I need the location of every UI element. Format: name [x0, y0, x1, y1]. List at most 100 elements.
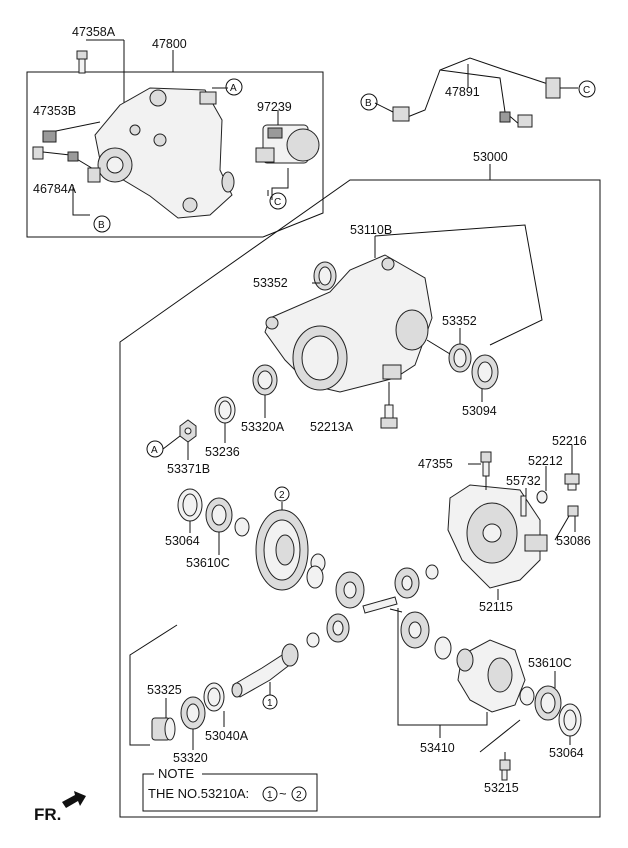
- front-arrow-icon: [62, 791, 86, 808]
- bolt-47358A: [76, 50, 88, 74]
- callout-a-top-circle: [225, 78, 243, 96]
- callout-a-mid-circle: [146, 440, 164, 458]
- leader-B-right: [374, 102, 394, 113]
- bearing-53320: [180, 696, 206, 730]
- note-callout-1: 1: [267, 790, 273, 801]
- callout-b-left-circle: [93, 215, 111, 233]
- spacer-53040A: [203, 682, 225, 712]
- pin-55732: [520, 495, 527, 517]
- harness-46784A: [32, 146, 101, 183]
- label-53040A: 53040A: [205, 729, 249, 743]
- callout-c-left-circle: [269, 192, 287, 210]
- seal-53352-right: [448, 343, 472, 373]
- label-52216: 52216: [552, 434, 587, 448]
- note-title-bg: [154, 767, 202, 780]
- leader-pinion-bracket: [129, 624, 178, 746]
- drive-pinion: [231, 643, 299, 698]
- label-53094: 53094: [462, 404, 497, 418]
- cover-53094: [471, 354, 499, 390]
- callout-b-right-circle: [360, 93, 378, 111]
- shim-left: [234, 517, 250, 537]
- group-frame-53000: [119, 179, 601, 818]
- note-text: THE NO.53210A:: [148, 786, 249, 801]
- note-box: [142, 773, 318, 812]
- leader-53215: [479, 719, 521, 753]
- sensor-47353B: [42, 121, 101, 143]
- leader-46784A: [72, 185, 90, 216]
- leader-53410: [397, 608, 488, 726]
- breather-47355: [480, 451, 492, 477]
- callout-b-right: B: [365, 98, 372, 109]
- note-callout-2: 2: [296, 790, 302, 801]
- label-47353B: 47353B: [33, 104, 76, 118]
- label-53236: 53236: [205, 445, 240, 459]
- diff-case-53410: [456, 639, 526, 713]
- carrier-53110B: [264, 254, 433, 393]
- label-53320: 53320: [173, 751, 208, 765]
- label-53000: 53000: [473, 150, 508, 164]
- seal-53352-left: [313, 261, 337, 291]
- callout-a-mid: A: [151, 445, 158, 456]
- shim-right: [519, 686, 535, 706]
- note-callout-2-circle: [291, 786, 307, 802]
- callout-c-left: C: [274, 197, 281, 208]
- label-47355: 47355: [418, 457, 453, 471]
- washer-left: [306, 632, 320, 648]
- ring-gear: [255, 509, 309, 591]
- label-47800: 47800: [152, 37, 187, 51]
- callout-b-left: B: [98, 220, 105, 231]
- leader-53110B-box: [374, 224, 543, 346]
- side-gear-bottom: [326, 613, 350, 643]
- label-52115: 52115: [479, 600, 513, 614]
- label-53110B: 53110B: [350, 223, 392, 237]
- note-range-sep: ~: [279, 786, 287, 801]
- pinion-gear-top: [394, 567, 420, 599]
- label-53610C-right: 53610C: [528, 656, 572, 670]
- washer-top: [425, 564, 439, 580]
- washer-52212: [536, 490, 548, 504]
- label-53410: 53410: [420, 741, 455, 755]
- label-53320A: 53320A: [241, 420, 285, 434]
- bolt-53215: [499, 759, 511, 781]
- bolt-53086: [554, 505, 579, 541]
- bearing-53610C-left: [205, 497, 233, 533]
- label-53352-right: 53352: [442, 314, 477, 328]
- note-callout-1-circle: [262, 786, 278, 802]
- label-53325: 53325: [147, 683, 182, 697]
- callout-c-right-circle: [578, 80, 596, 98]
- side-gear-right: [400, 611, 430, 649]
- plug-52216: [564, 473, 580, 491]
- pin-line: [389, 608, 403, 613]
- bearing-53610C-right: [534, 685, 562, 721]
- callout-c-right: C: [583, 85, 590, 96]
- actuator-97239: [255, 124, 320, 164]
- label-53610C-left: 53610C: [186, 556, 230, 570]
- label-55732: 55732: [506, 474, 541, 488]
- flange-53325: [151, 717, 176, 741]
- callout-a-top: A: [230, 83, 237, 94]
- label-52213A: 52213A: [310, 420, 354, 434]
- washer-right: [434, 636, 452, 660]
- thrust-washer-2: [306, 565, 324, 589]
- seal-53064-right: [558, 703, 582, 737]
- callout-2: 2: [279, 490, 285, 501]
- label-53215: 53215: [484, 781, 519, 795]
- harness-47891: [392, 57, 561, 128]
- plug-52213A: [380, 404, 398, 429]
- bearing-53320A: [252, 364, 278, 396]
- label-47891: 47891: [445, 85, 480, 99]
- label-53064-left: 53064: [165, 534, 200, 548]
- label-46784A: 46784A: [33, 182, 77, 196]
- label-53086: 53086: [556, 534, 591, 548]
- label-52212: 52212: [528, 454, 563, 468]
- seal-53064-left: [177, 488, 203, 522]
- spacer-53236: [214, 396, 236, 424]
- front-direction-label: FR.: [34, 805, 61, 824]
- pinion-shaft: [362, 596, 398, 614]
- note-title: NOTE: [158, 766, 194, 781]
- label-53352-left: 53352: [253, 276, 288, 290]
- transfer-case-47800: [94, 87, 235, 219]
- label-53064-right: 53064: [549, 746, 584, 760]
